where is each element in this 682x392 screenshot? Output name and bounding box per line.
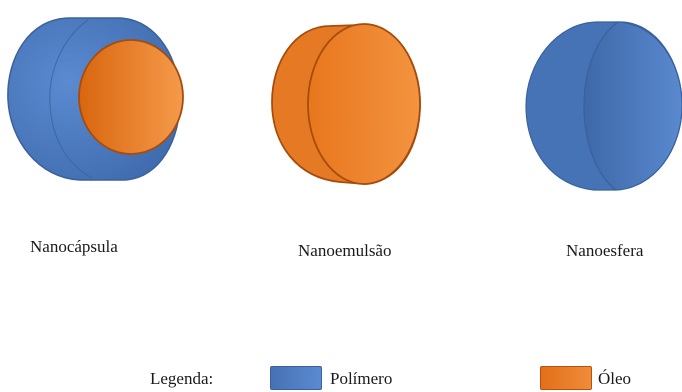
nanoemulsao-front bbox=[308, 24, 420, 184]
nanoesfera-shape bbox=[526, 22, 682, 190]
legend-label-oleo: Óleo bbox=[598, 370, 631, 387]
nanoemulsao-shape bbox=[272, 24, 420, 184]
nanoesfera-label: Nanoesfera bbox=[566, 242, 643, 259]
legend-swatch-polimero bbox=[270, 366, 322, 390]
nanoesfera-front bbox=[584, 22, 682, 190]
legend-swatch-oleo bbox=[540, 366, 592, 390]
legend-title: Legenda: bbox=[150, 370, 213, 387]
nanocapsula-label: Nanocápsula bbox=[30, 238, 118, 255]
nanocapsula-shape bbox=[8, 18, 183, 180]
nanocapsula-oil-core bbox=[79, 40, 183, 154]
nanoemulsao-label: Nanoemulsão bbox=[298, 242, 391, 259]
legend-label-polimero: Polímero bbox=[330, 370, 392, 387]
